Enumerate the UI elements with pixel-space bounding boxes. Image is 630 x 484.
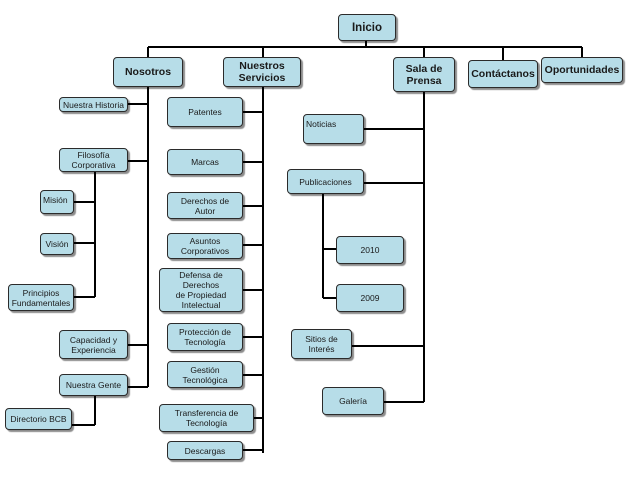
node-directorio-bcb: Directorio BCB [5,408,72,430]
node-contactanos: Contáctanos [468,60,538,88]
node-nuestros-servicios: Nuestros Servicios [223,57,301,87]
node-nosotros: Nosotros [113,57,183,87]
node-patentes: Patentes [167,97,243,127]
connector-nosotros [128,87,149,388]
node-defensa-derechos: Defensa de Derechos de Propiedad Intelec… [159,268,243,312]
node-2010: 2010 [336,236,404,264]
node-proteccion-tecnologia: Protección de Tecnología [167,323,243,351]
connector-servicios [243,87,264,453]
connector-filosofia [74,172,96,298]
node-2009: 2009 [336,284,404,312]
node-gestion-tecnologica: Gestión Tecnológica [167,361,243,388]
node-nuestra-gente: Nuestra Gente [59,374,128,396]
node-vision: Visión [40,233,74,255]
connector-publicaciones [322,194,336,299]
node-galeria: Galería [322,387,384,415]
node-transferencia-tecnologia: Transferencia de Tecnología [159,404,254,432]
node-nuestra-historia: Nuestra Historia [59,97,128,112]
node-filosofia-corporativa: Filosofía Corporativa [59,148,128,172]
node-descargas: Descargas [167,441,243,460]
connector-gente [72,396,96,426]
connector-prensa [352,92,425,403]
node-marcas: Marcas [167,149,243,175]
node-derechos-de-autor: Derechos de Autor [167,192,243,219]
node-noticias: Noticias [303,114,364,144]
connector-root [147,41,583,60]
node-capacidad-experiencia: Capacidad y Experiencia [59,330,128,359]
node-publicaciones: Publicaciones [287,169,364,194]
node-asuntos-corporativos: Asuntos Corporativos [167,233,243,259]
node-oportunidades: Oportunidades [541,57,623,83]
node-sitios-de-interes: Sitios de Interés [291,329,352,359]
node-mision: Misión [40,190,74,214]
node-principios-fundamentales: Principios Fundamentales [8,284,74,311]
node-inicio: Inicio [338,14,396,41]
node-sala-de-prensa: Sala de Prensa [393,57,455,92]
